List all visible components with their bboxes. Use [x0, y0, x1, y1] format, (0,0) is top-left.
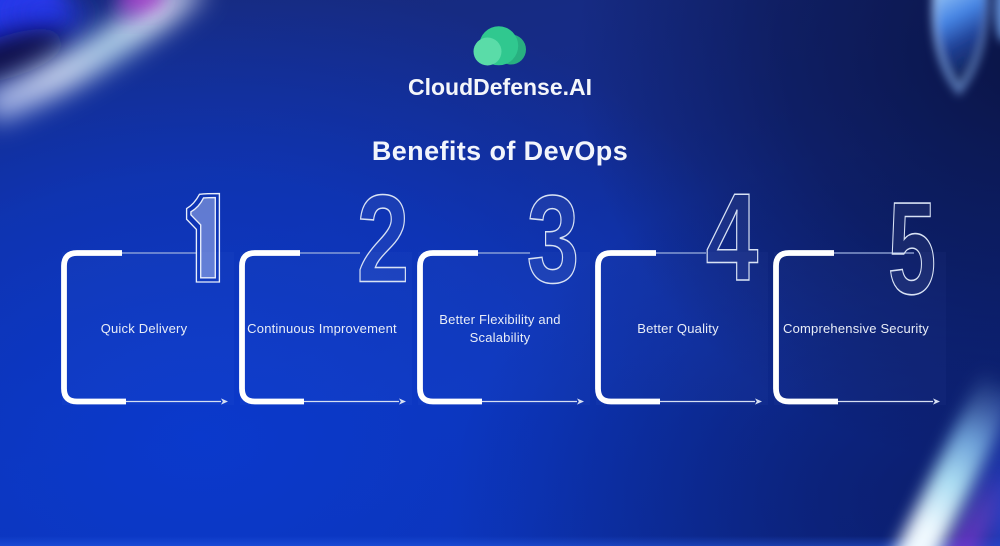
svg-text:2: 2 [357, 170, 409, 308]
svg-text:5: 5 [888, 174, 936, 322]
svg-text:3: 3 [527, 171, 579, 309]
svg-text:4: 4 [706, 169, 758, 307]
